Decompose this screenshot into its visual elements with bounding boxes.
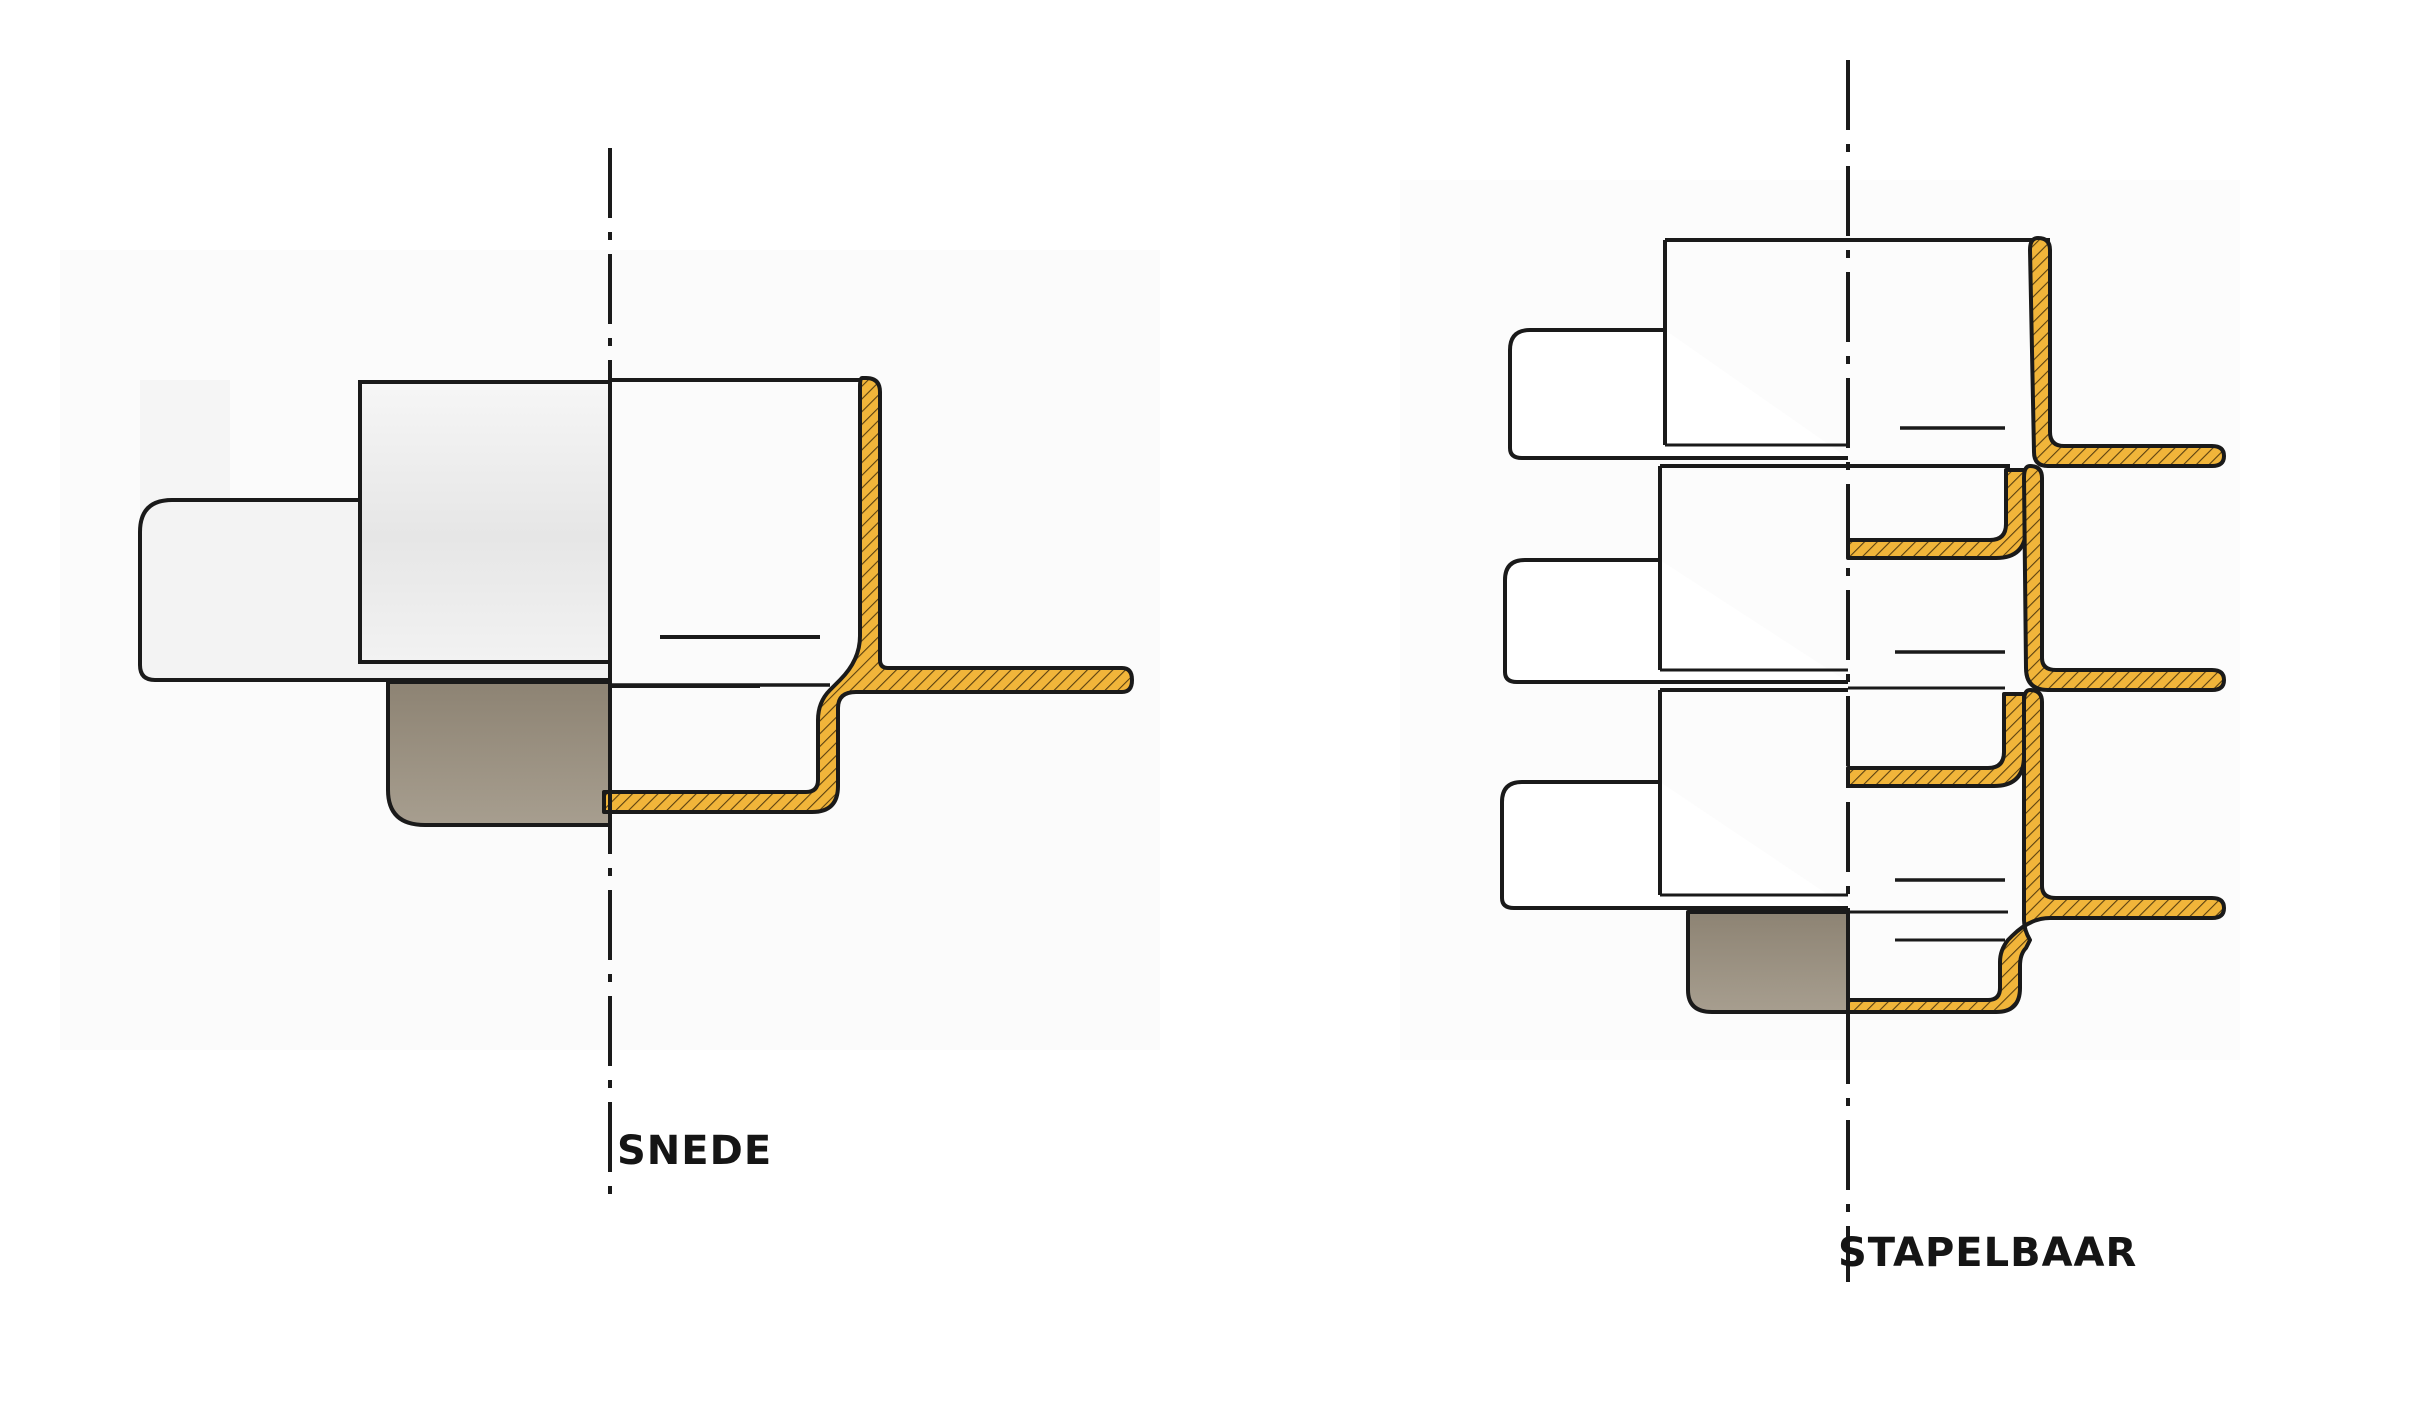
snede-figure [60, 148, 1160, 1195]
snede-label: SNEDE [617, 1128, 773, 1174]
stapelbaar-label: STAPELBAAR [1838, 1230, 2138, 1276]
stapelbaar-figure [1400, 60, 2240, 1282]
